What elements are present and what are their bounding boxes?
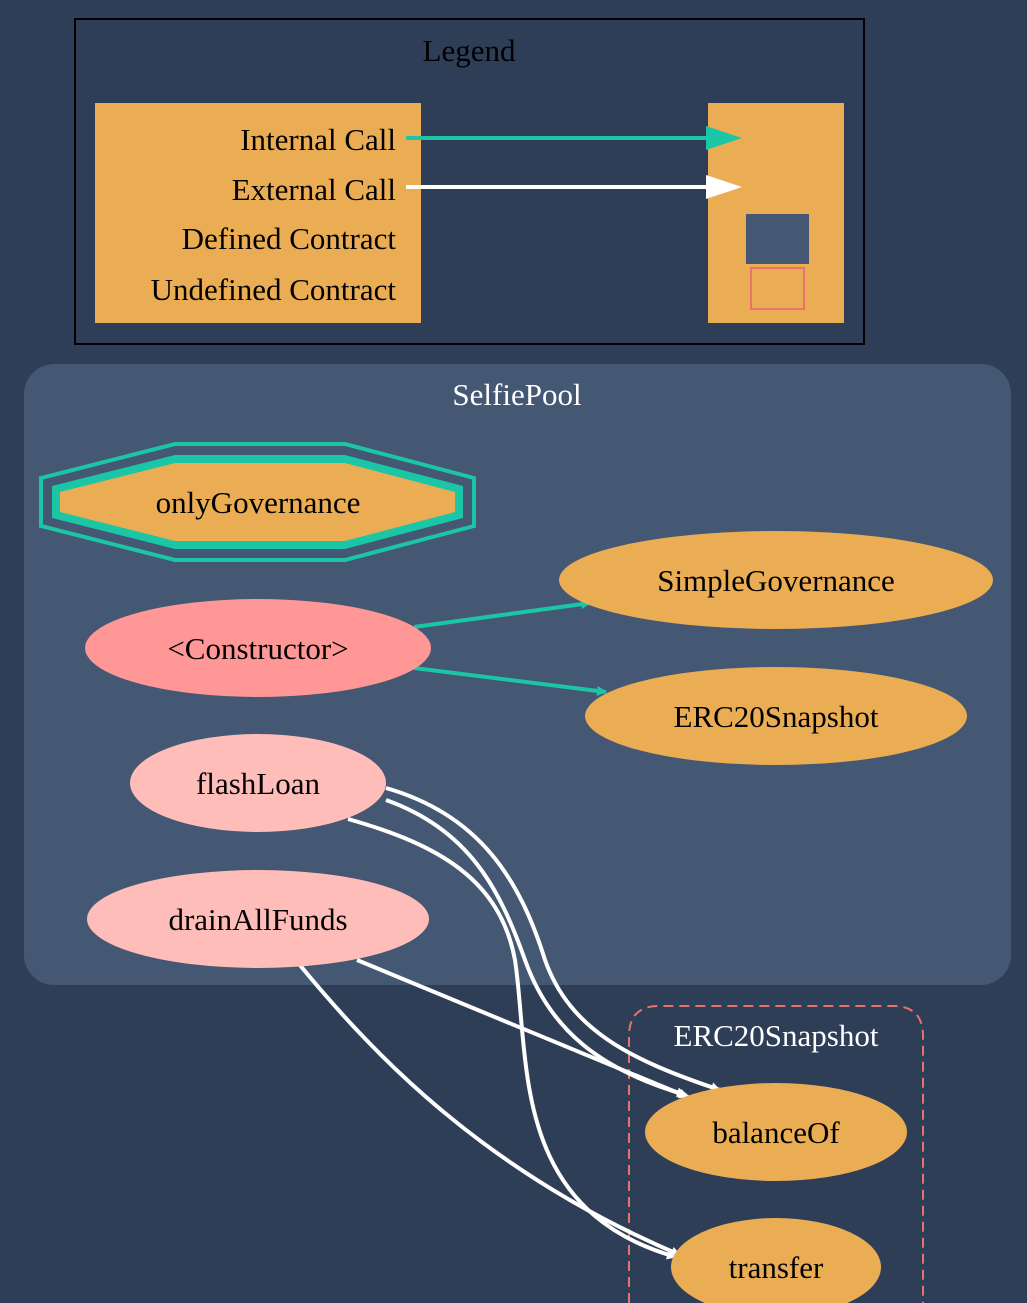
onlygovernance-outer-octagon — [39, 442, 476, 562]
legend-title: Legend — [423, 33, 516, 68]
erc20snapshot-cluster: ERC20Snapshot — [628, 1005, 924, 1303]
node-flashloan: flashLoan — [130, 734, 386, 832]
edge-drainallfunds-to-transfer — [297, 962, 681, 1257]
node-simplegovernance: SimpleGovernance — [559, 531, 993, 629]
constructor-ellipse — [85, 599, 431, 697]
node-drainallfunds: drainAllFunds — [87, 870, 429, 968]
node-onlygovernance: onlyGovernance — [39, 442, 476, 562]
node-erc20snapshot: ERC20Snapshot — [585, 667, 967, 765]
legend-frame — [74, 18, 865, 345]
node-balanceof: balanceOf — [645, 1083, 907, 1181]
erc20snapshot-label: ERC20Snapshot — [674, 699, 879, 734]
legend-key-box — [95, 103, 421, 323]
simplegovernance-label: SimpleGovernance — [657, 563, 895, 598]
transfer-label: transfer — [729, 1250, 824, 1285]
flashloan-ellipse — [130, 734, 386, 832]
balanceof-label: balanceOf — [712, 1115, 840, 1150]
legend-undefined-contract-swatch — [750, 267, 805, 310]
edge-drainallfunds-to-balanceof — [356, 958, 689, 1099]
edge-flashloan-to-balanceof-1 — [385, 786, 721, 1092]
simplegovernance-ellipse — [559, 531, 993, 629]
onlygovernance-label: onlyGovernance — [156, 485, 361, 520]
node-constructor: <Constructor> — [85, 599, 431, 697]
legend-internal-call-label: Internal Call — [240, 122, 396, 157]
edge-constructor-to-erc20snapshot — [413, 666, 607, 696]
legend-external-call-arrowhead — [706, 175, 742, 199]
external-call-edges — [297, 786, 721, 1260]
legend-external-call-label: External Call — [232, 172, 396, 207]
erc20snapshot-title: ERC20Snapshot — [674, 1018, 879, 1053]
balanceof-ellipse — [645, 1083, 907, 1181]
internal-call-edges — [413, 599, 607, 696]
drainallfunds-ellipse — [87, 870, 429, 968]
constructor-label: <Constructor> — [167, 631, 348, 666]
legend-defined-contract-swatch — [746, 214, 809, 264]
selfiepool-title: SelfiePool — [452, 377, 581, 412]
legend-defined-contract-label: Defined Contract — [182, 221, 397, 256]
onlygovernance-core-octagon — [60, 463, 455, 541]
drainallfunds-label: drainAllFunds — [168, 902, 347, 937]
legend-internal-call-arrowhead — [706, 126, 742, 150]
flashloan-label: flashLoan — [196, 766, 320, 801]
erc20snapshot-cluster-box — [628, 1005, 924, 1303]
erc20snapshot-ellipse — [585, 667, 967, 765]
legend: Legend Internal Call External Call Defin… — [74, 18, 865, 345]
transfer-ellipse — [671, 1218, 881, 1303]
edge-flashloan-to-transfer — [347, 817, 677, 1260]
edge-constructor-to-simplegovernance — [413, 599, 591, 629]
node-transfer: transfer — [671, 1218, 881, 1303]
legend-undefined-contract-label: Undefined Contract — [151, 272, 397, 307]
